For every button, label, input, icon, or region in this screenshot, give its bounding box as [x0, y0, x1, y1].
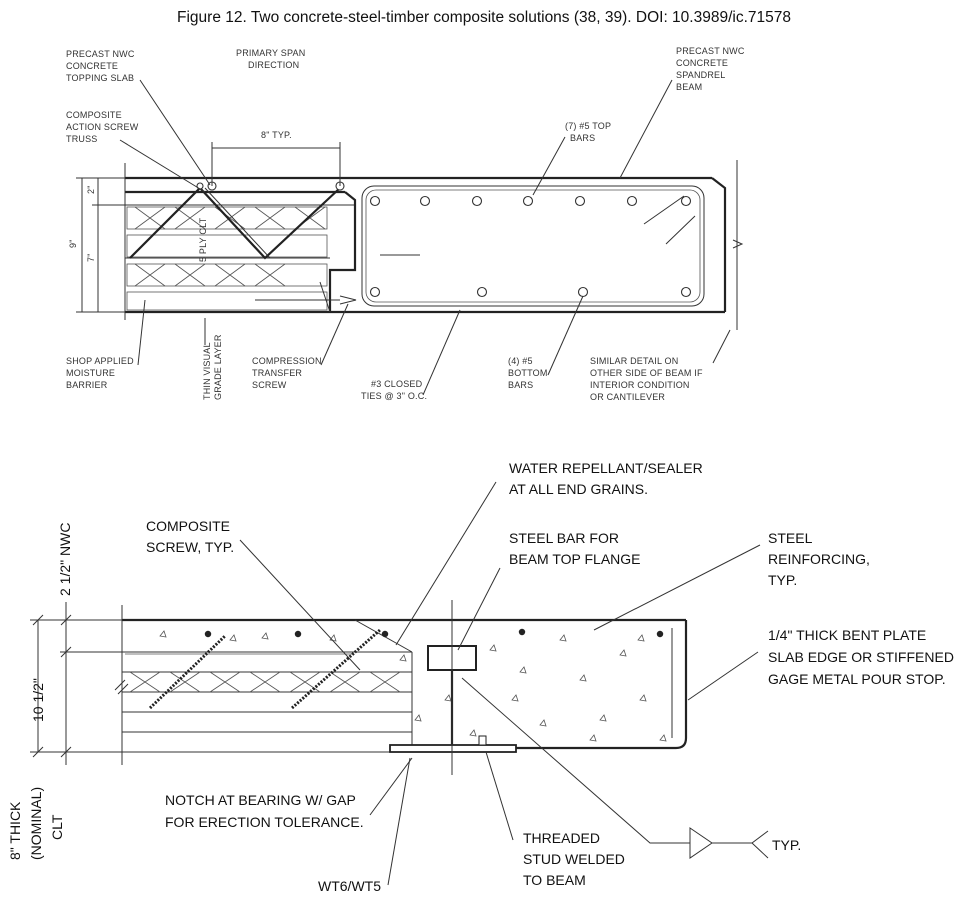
label-dim-clt-2: (NOMINAL)	[28, 787, 44, 860]
label-steel-reinforcing-1: STEEL	[768, 530, 813, 546]
label-compression-screw-2: TRANSFER	[252, 368, 302, 378]
label-dim-9: 9"	[68, 239, 78, 248]
label-visual-grade-1: THIN VISUAL	[202, 342, 212, 400]
label-threaded-stud-3: TO BEAM	[523, 872, 586, 888]
label-precast-topping-2: CONCRETE	[66, 61, 118, 71]
label-notch-1: NOTCH AT BEARING W/ GAP	[165, 792, 356, 808]
bottom-bars	[369, 286, 692, 298]
label-precast-spandrel-4: BEAM	[676, 82, 702, 92]
label-bent-plate-1: 1/4" THICK BENT PLATE	[768, 627, 926, 643]
label-precast-topping-3: TOPPING SLAB	[66, 73, 134, 83]
label-composite-screw-1: COMPOSITE	[146, 518, 230, 534]
label-notch-2: FOR ERECTION TOLERANCE.	[165, 814, 364, 830]
label-composite-truss-2: ACTION SCREW	[66, 122, 139, 132]
label-dim-nwc: 2 1/2" NWC	[57, 523, 73, 596]
label-precast-spandrel-2: CONCRETE	[676, 58, 728, 68]
label-typ: TYP.	[772, 837, 801, 853]
label-steel-bar-1: STEEL BAR FOR	[509, 530, 619, 546]
label-bent-plate-2: SLAB EDGE OR STIFFENED	[768, 649, 954, 665]
label-wt-section: WT6/WT5	[318, 878, 381, 894]
top-dimensions	[76, 142, 341, 313]
steel-beam	[389, 600, 517, 775]
label-closed-ties-1: #3 CLOSED	[371, 379, 423, 389]
label-precast-topping-1: PRECAST NWC	[66, 49, 135, 59]
label-moisture-barrier-2: MOISTURE	[66, 368, 115, 378]
label-clt-ply: 5 PLY CLT	[198, 217, 208, 262]
label-moisture-barrier-3: BARRIER	[66, 380, 108, 390]
label-dim-clt-1: 8" THICK	[7, 801, 23, 860]
screw-truss	[129, 181, 357, 313]
top-bars	[369, 195, 692, 207]
label-similar-detail-2: OTHER SIDE OF BEAM IF	[590, 368, 703, 378]
label-compression-screw-1: COMPRESSION	[252, 356, 322, 366]
label-top-bars-2: BARS	[570, 133, 595, 143]
label-bottom-bars-1: (4) #5	[508, 356, 533, 366]
label-dim-7: 7"	[86, 253, 96, 262]
label-steel-reinforcing-3: TYP.	[768, 572, 797, 588]
bottom-detail: WATER REPELLANT/SEALER AT ALL END GRAINS…	[7, 460, 954, 894]
label-water-repellant-2: AT ALL END GRAINS.	[509, 481, 648, 497]
label-dim-total: 10 1/2"	[30, 678, 46, 722]
label-bottom-bars-2: BOTTOM	[508, 368, 548, 378]
clt-layers	[122, 653, 412, 733]
label-compression-screw-3: SCREW	[252, 380, 287, 390]
label-moisture-barrier-1: SHOP APPLIED	[66, 356, 134, 366]
top-detail: PRECAST NWC CONCRETE TOPPING SLAB PRIMAR…	[66, 46, 745, 402]
label-visual-grade-2: GRADE LAYER	[213, 334, 223, 400]
bottom-leaders	[239, 481, 769, 886]
label-similar-detail-4: OR CANTILEVER	[590, 392, 665, 402]
label-dim-2: 2"	[86, 185, 96, 194]
label-composite-truss-1: COMPOSITE	[66, 110, 122, 120]
bottom-slab-outline	[114, 605, 688, 765]
label-bottom-bars-3: BARS	[508, 380, 533, 390]
figure-caption: Figure 12. Two concrete-steel-timber com…	[177, 9, 791, 26]
label-similar-detail-1: SIMILAR DETAIL ON	[590, 356, 678, 366]
label-span-direction-1: PRIMARY SPAN	[236, 48, 305, 58]
label-top-bars-1: (7) #5 TOP	[565, 121, 611, 131]
label-water-repellant-1: WATER REPELLANT/SEALER	[509, 460, 703, 476]
label-steel-reinforcing-2: REINFORCING,	[768, 551, 870, 567]
label-closed-ties-2: TIES @ 3" O.C.	[361, 391, 427, 401]
top-leaders	[119, 79, 731, 396]
label-precast-spandrel-3: SPANDREL	[676, 70, 725, 80]
label-typ-spacing: 8" TYP.	[261, 130, 292, 140]
label-composite-screw-2: SCREW, TYP.	[146, 539, 234, 555]
label-composite-truss-3: TRUSS	[66, 134, 98, 144]
label-threaded-stud-1: THREADED	[523, 830, 600, 846]
label-threaded-stud-2: STUD WELDED	[523, 851, 625, 867]
bottom-dimensions	[30, 602, 122, 765]
top-slab-outline	[124, 160, 744, 330]
label-bent-plate-3: GAGE METAL POUR STOP.	[768, 671, 946, 687]
concrete-aggregate	[159, 628, 673, 742]
label-steel-bar-2: BEAM TOP FLANGE	[509, 551, 641, 567]
label-dim-clt-3: CLT	[49, 814, 65, 840]
label-similar-detail-3: INTERIOR CONDITION	[590, 380, 690, 390]
clt-lamella-pattern	[126, 206, 328, 311]
label-span-direction-2: DIRECTION	[248, 60, 299, 70]
label-precast-spandrel-1: PRECAST NWC	[676, 46, 745, 56]
composite-screws	[148, 628, 381, 710]
